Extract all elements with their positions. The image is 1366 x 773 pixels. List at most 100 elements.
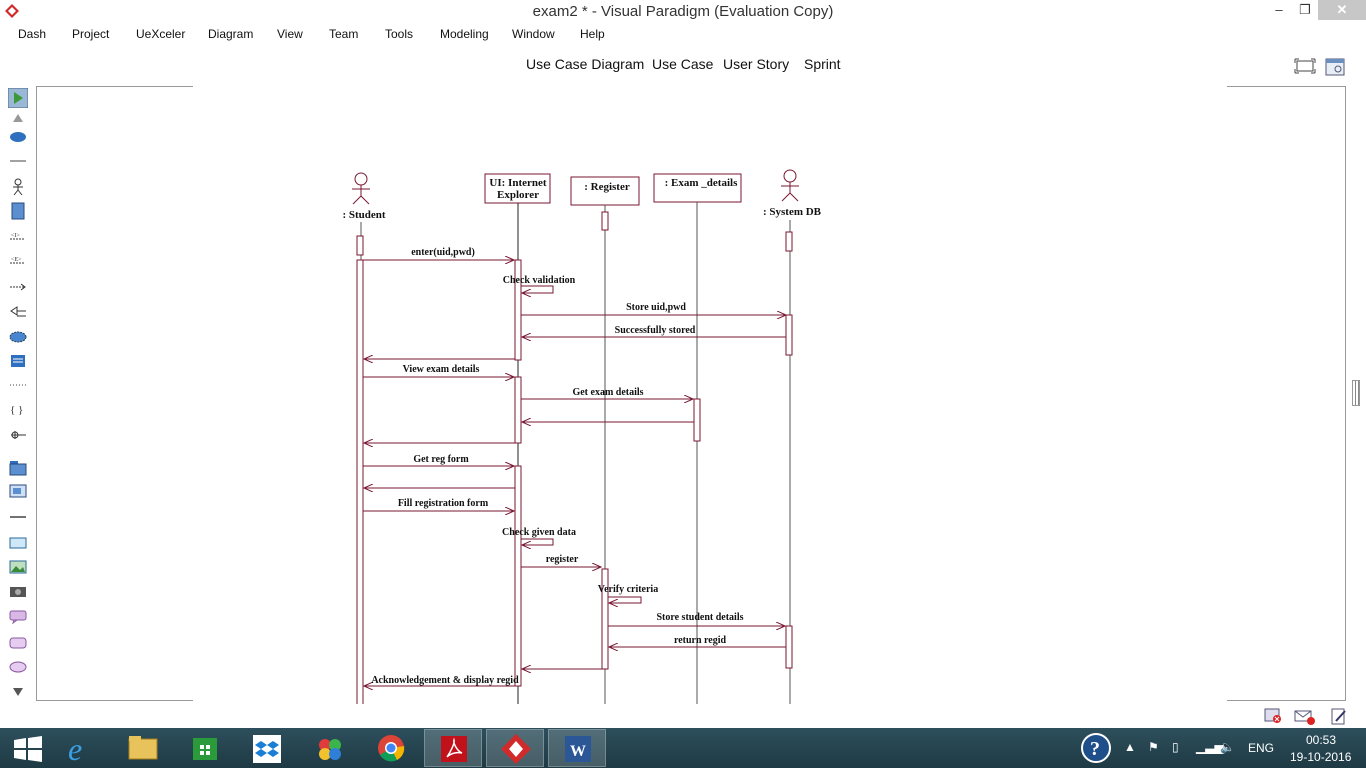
menu-modeling[interactable]: Modeling [440, 27, 489, 41]
activation-bar[interactable] [514, 465, 522, 687]
use-case-icon[interactable] [9, 130, 27, 144]
scroll-down-icon[interactable] [9, 684, 27, 698]
package-icon[interactable] [9, 460, 27, 476]
camera-icon[interactable] [9, 584, 27, 598]
menu-uexceler[interactable]: UeXceler [136, 27, 186, 41]
minimize-button[interactable]: – [1275, 2, 1283, 17]
close-diagram-icon[interactable] [1264, 708, 1282, 724]
self-message-arrow[interactable] [521, 538, 554, 545]
lifeline-label-register: : Register [584, 181, 630, 193]
activation-bar[interactable] [601, 211, 609, 231]
edit-notes-icon[interactable] [1330, 708, 1348, 726]
self-message-arrow[interactable] [521, 285, 554, 293]
status-bar [0, 704, 1366, 728]
menu-project[interactable]: Project [72, 27, 110, 41]
line-icon[interactable] [9, 154, 27, 168]
system-icon[interactable] [9, 484, 27, 498]
svg-text:{ }: { } [10, 404, 23, 416]
message-label: return regid [674, 635, 727, 646]
activation-bar[interactable] [785, 625, 793, 669]
message-label: enter(uid,pwd) [411, 247, 475, 258]
panel-splitter-handle[interactable] [1352, 380, 1360, 406]
menu-window[interactable]: Window [512, 27, 555, 41]
actor-student[interactable] [352, 172, 370, 205]
activation-bar[interactable] [356, 235, 364, 256]
actor-icon[interactable] [9, 178, 27, 196]
sequence-diagram: : Student UI: Internet Explorer : Regist… [342, 169, 822, 728]
activation-bar[interactable] [514, 259, 522, 361]
extend-icon[interactable]: <E> [9, 254, 27, 268]
dropbox-icon[interactable] [238, 729, 296, 767]
rectangle-icon[interactable] [9, 536, 27, 550]
fit-diagram-icon[interactable] [1294, 58, 1316, 74]
power-icon[interactable]: ▯ [1172, 740, 1179, 754]
language-indicator[interactable]: ENG [1248, 741, 1275, 755]
diagram-navigator-icon[interactable] [1325, 57, 1345, 77]
message-label: Store uid,pwd [626, 302, 686, 313]
activation-bar[interactable] [514, 376, 522, 444]
network-icon[interactable]: ▁▃▅ [1196, 740, 1224, 754]
windows-store-icon[interactable] [176, 729, 234, 767]
lifeline-label-system-db: : System DB [763, 206, 822, 218]
divider-icon[interactable] [9, 510, 27, 524]
windows-start-icon[interactable] [0, 729, 58, 767]
message-label: Get reg form [413, 454, 469, 465]
activation-bar[interactable] [601, 568, 609, 670]
title-bar: exam2 * - Visual Paradigm (Evaluation Co… [0, 0, 1366, 24]
message-label: Get exam details [572, 387, 643, 398]
message-label: register [546, 554, 579, 565]
acrobat-taskbar-button[interactable] [424, 729, 482, 767]
close-button[interactable]: ✕ [1318, 0, 1366, 20]
internet-explorer-icon[interactable]: e [52, 729, 110, 767]
messages-icon[interactable] [1294, 708, 1316, 726]
activation-bar[interactable] [356, 259, 364, 709]
self-message-arrow[interactable] [608, 596, 642, 603]
word-taskbar-button[interactable]: W [548, 729, 606, 767]
dependency-icon[interactable] [9, 280, 27, 294]
help-icon[interactable]: ? [1080, 732, 1112, 764]
show-hidden-icons-icon[interactable]: ▲ [1124, 740, 1136, 754]
generalization-icon[interactable] [9, 304, 27, 318]
maximize-button[interactable]: ❐ [1299, 2, 1311, 17]
tab-use-case-diagram[interactable]: Use Case Diagram [526, 56, 645, 72]
lifeline-icon[interactable] [9, 202, 27, 220]
collaboration-icon[interactable] [9, 330, 27, 344]
message-label: Successfully stored [615, 325, 696, 336]
activation-bar[interactable] [785, 314, 793, 356]
menu-view[interactable]: View [277, 27, 303, 41]
menu-dash[interactable]: Dash [18, 27, 47, 41]
lifeline-label-ui-line2: Explorer [497, 189, 539, 201]
comment-icon[interactable] [9, 610, 27, 624]
connector-icon[interactable] [9, 428, 27, 442]
clock-time[interactable]: 00:53 [1306, 733, 1337, 747]
chrome-icon[interactable] [362, 729, 420, 767]
scroll-up-icon[interactable] [9, 112, 27, 126]
clock-date[interactable]: 19-10-2016 [1290, 750, 1352, 764]
selector-icon[interactable] [8, 88, 28, 108]
note-icon[interactable] [9, 354, 27, 368]
tab-sprint[interactable]: Sprint [804, 56, 841, 72]
tab-use-case[interactable]: Use Case [652, 56, 714, 72]
rounded-rect-icon[interactable] [9, 636, 27, 650]
include-icon[interactable]: <I> [9, 230, 27, 244]
menu-help[interactable]: Help [580, 27, 605, 41]
svg-text:<E>: <E> [11, 257, 22, 263]
file-explorer-icon[interactable] [114, 729, 172, 767]
menu-diagram[interactable]: Diagram [208, 27, 254, 41]
visual-paradigm-taskbar-button[interactable] [486, 729, 544, 767]
image-icon[interactable] [9, 560, 27, 574]
activation-bar[interactable] [785, 231, 793, 252]
activation-bar[interactable] [693, 398, 701, 442]
paint-icon[interactable] [300, 729, 358, 767]
volume-icon[interactable]: 🔈 [1220, 740, 1235, 754]
visual-paradigm-icon [501, 734, 531, 764]
tab-user-story[interactable]: User Story [723, 56, 790, 72]
menu-team[interactable]: Team [329, 27, 359, 41]
actor-system-db[interactable] [781, 169, 799, 202]
message-label: View exam details [403, 364, 480, 375]
menu-tools[interactable]: Tools [385, 27, 414, 41]
braces-icon[interactable]: { } [9, 402, 27, 416]
ellipse-icon[interactable] [9, 660, 27, 674]
action-center-icon[interactable]: ⚑ [1148, 740, 1159, 754]
message-label: Store student details [656, 612, 743, 623]
